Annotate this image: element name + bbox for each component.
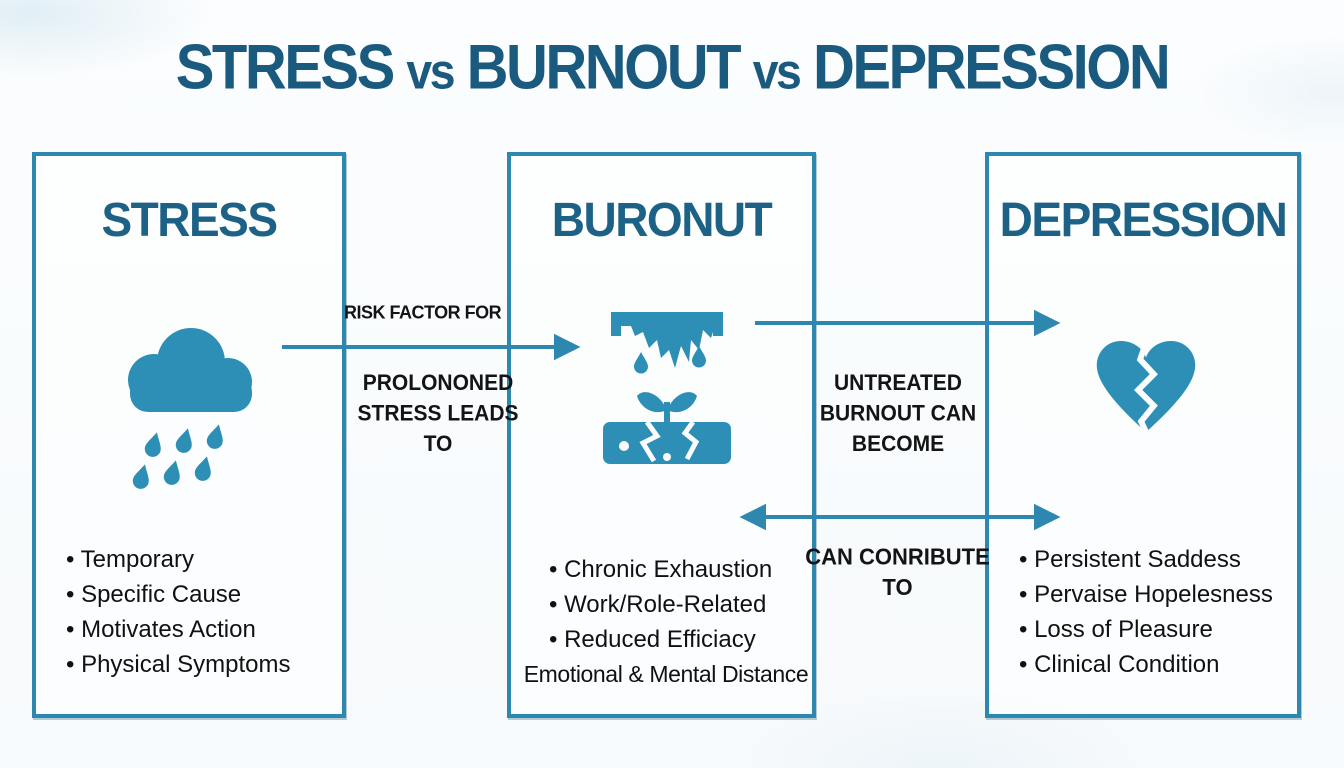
list-item: Chronic Exhaustion [549, 552, 808, 587]
list-item: Specific Cause [66, 577, 338, 612]
title-vs-2: vs [752, 43, 802, 100]
burnout-panel: BURONUT Chronic Exha [507, 152, 816, 718]
risk-factor-label: RISK FACTOR FOR [344, 301, 502, 323]
title-word-depression: DEPRESSION [812, 32, 1171, 103]
stress-bullet-list: Temporary Specific Cause Motivates Actio… [66, 542, 338, 682]
list-item: Pervaise Hopelesness [1019, 577, 1293, 612]
title-word-stress: STRESS [175, 32, 396, 103]
title-vs-1: vs [406, 43, 455, 100]
depression-panel-title: DEPRESSION [999, 191, 1288, 247]
page-title: STRESS vs BURNOUT vs DEPRESSION [0, 31, 1344, 103]
stress-panel-title: STRESS [101, 191, 278, 247]
list-item: Reduced Efficiacy [549, 622, 808, 657]
rain-cloud-icon [128, 328, 252, 490]
list-item: Motivates Action [66, 612, 338, 647]
prolonged-stress-label: PROLONONED STRESS LEADS TO [357, 370, 519, 457]
burnout-panel-title: BURONUT [551, 191, 773, 247]
untreated-burnout-label: UNTREATED BURNOUT CAN BECOME [819, 370, 977, 457]
list-item: Persistent Saddess [1019, 542, 1293, 577]
list-item: Clinical Condition [1019, 647, 1293, 682]
burnout-cracked-ground-icon [603, 312, 731, 464]
list-item: Work/Role-Related [549, 587, 808, 622]
can-contribute-label: CAN CONRIBUTE TO [805, 543, 990, 601]
title-word-burnout: BURNOUT [466, 32, 742, 103]
depression-bullet-list: Persistent Saddess Pervaise Hopelesness … [1019, 542, 1293, 682]
list-item: Loss of Pleasure [1019, 612, 1293, 647]
stress-panel: STRESS Temporary Specific Cause Motivate [32, 152, 346, 718]
burnout-footnote: Emotional & Mental Distance [523, 661, 809, 687]
depression-panel: DEPRESSION Persistent Saddess Pervaise H… [985, 152, 1301, 718]
burnout-bullet-list: Chronic Exhaustion Work/Role-Related Red… [524, 552, 809, 692]
broken-heart-icon [1096, 338, 1196, 438]
list-item: Temporary [66, 542, 338, 577]
list-item: Physical Symptoms [66, 647, 338, 682]
